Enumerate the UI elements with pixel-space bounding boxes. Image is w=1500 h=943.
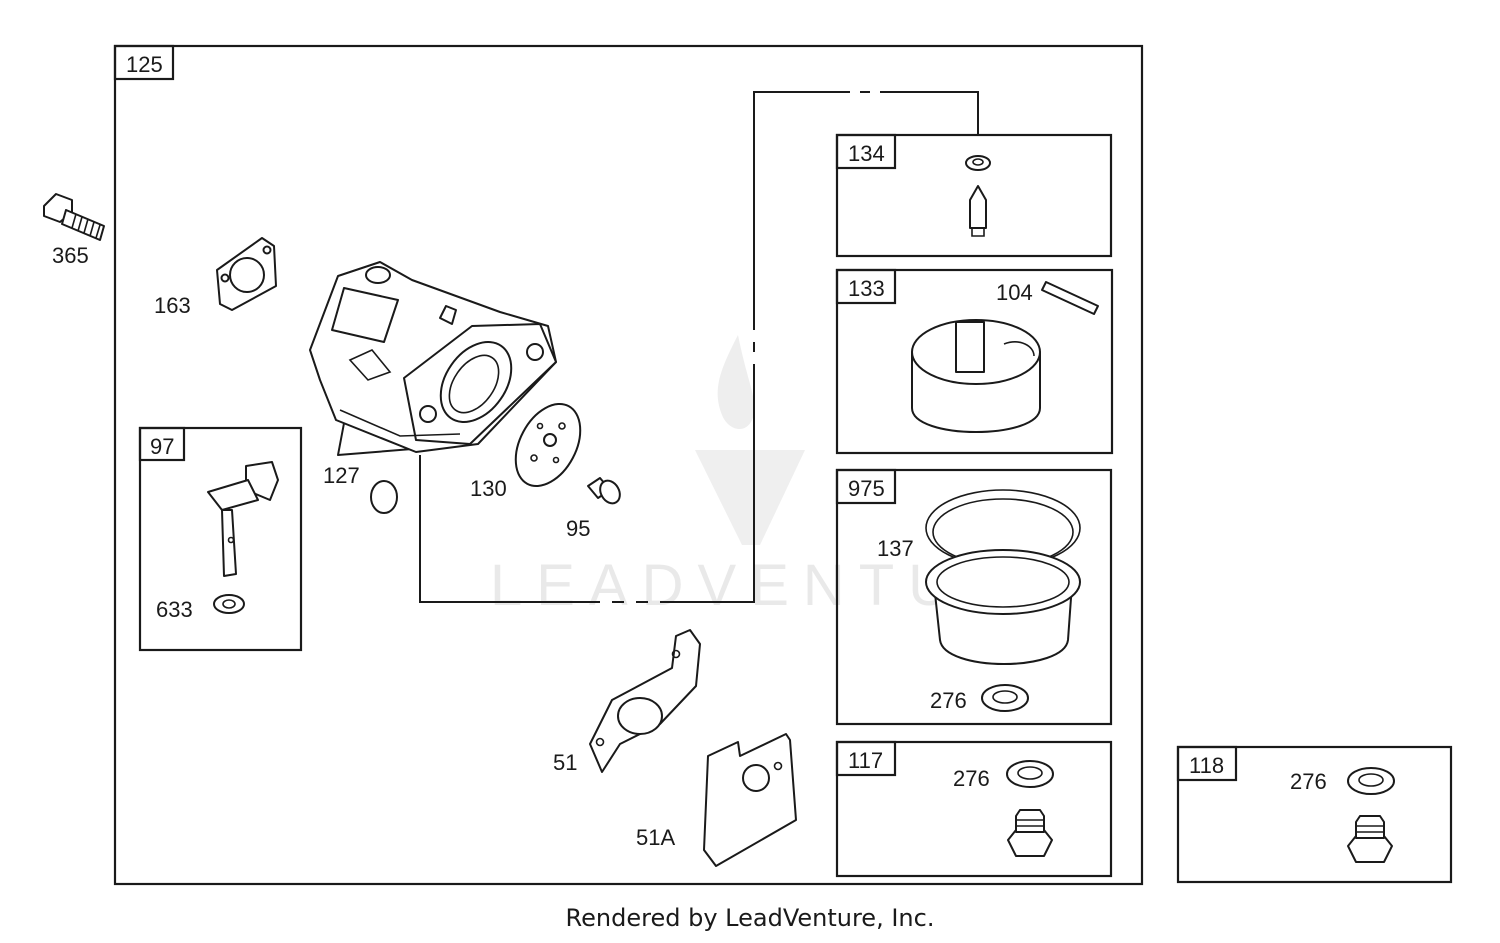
callout-51: 51 [553,750,577,775]
callout-163: 163 [154,293,191,318]
assembly-box-117 [835,740,1113,878]
assembly-box-125 [113,44,1144,886]
bolt-118 [1347,815,1393,863]
assembly-box-975 [835,468,1113,726]
assembly-box-134 [835,133,1113,258]
assembly-box-118 [1176,745,1453,884]
assembly-label-134: 134 [848,141,885,166]
needle-valve-134 [965,155,991,237]
callout-365: 365 [52,243,89,268]
washer-633 [213,594,245,614]
assembly-label-97: 97 [150,434,174,459]
screw-95 [587,477,621,505]
gasket-163 [216,237,277,311]
callout-95: 95 [566,516,590,541]
assembly-label-975: 975 [848,476,885,501]
washer-276-117 [1006,760,1054,788]
assembly-tag-97 [138,426,186,462]
plate-130 [514,402,582,488]
watermark-flame-icon [717,335,755,430]
washer-276-118 [1347,767,1395,795]
callout-137: 137 [877,536,914,561]
float-bowl-975 [925,549,1081,665]
assembly-box-97 [138,426,303,652]
dash-connector [419,91,979,603]
bolt-365 [43,193,105,241]
assembly-box-133 [835,268,1114,455]
bolt-117 [1007,809,1053,857]
washer-276-bowl [981,684,1029,712]
callout-633: 633 [156,597,193,622]
assembly-label-117: 117 [848,748,883,773]
callout-104: 104 [996,280,1033,305]
gasket-51 [589,629,701,773]
choke-shaft-97 [207,461,279,577]
gasket-51a [703,733,797,867]
callout-276-bowl: 276 [930,688,967,713]
assembly-tag-975 [835,468,897,505]
callout-127: 127 [323,463,360,488]
assembly-tag-117 [835,740,897,777]
callout-51a: 51A [636,825,675,850]
watermark-v-icon [695,450,805,545]
assembly-label-118: 118 [1189,753,1224,778]
callout-276-117: 276 [953,766,990,791]
footer-credit: Rendered by LeadVenture, Inc. [565,904,935,932]
assembly-tag-118 [1176,745,1238,782]
assembly-tag-134 [835,133,897,170]
assembly-label-133: 133 [848,276,885,301]
assembly-tag-125 [113,44,175,81]
assembly-label-125: 125 [126,52,163,77]
callout-276-118: 276 [1290,769,1327,794]
float-133 [911,319,1041,433]
callout-130: 130 [470,476,507,501]
carburetor-body [309,261,557,456]
assembly-tag-133 [835,268,897,305]
pin-104 [1041,281,1099,315]
welch-plug-127 [370,480,398,514]
